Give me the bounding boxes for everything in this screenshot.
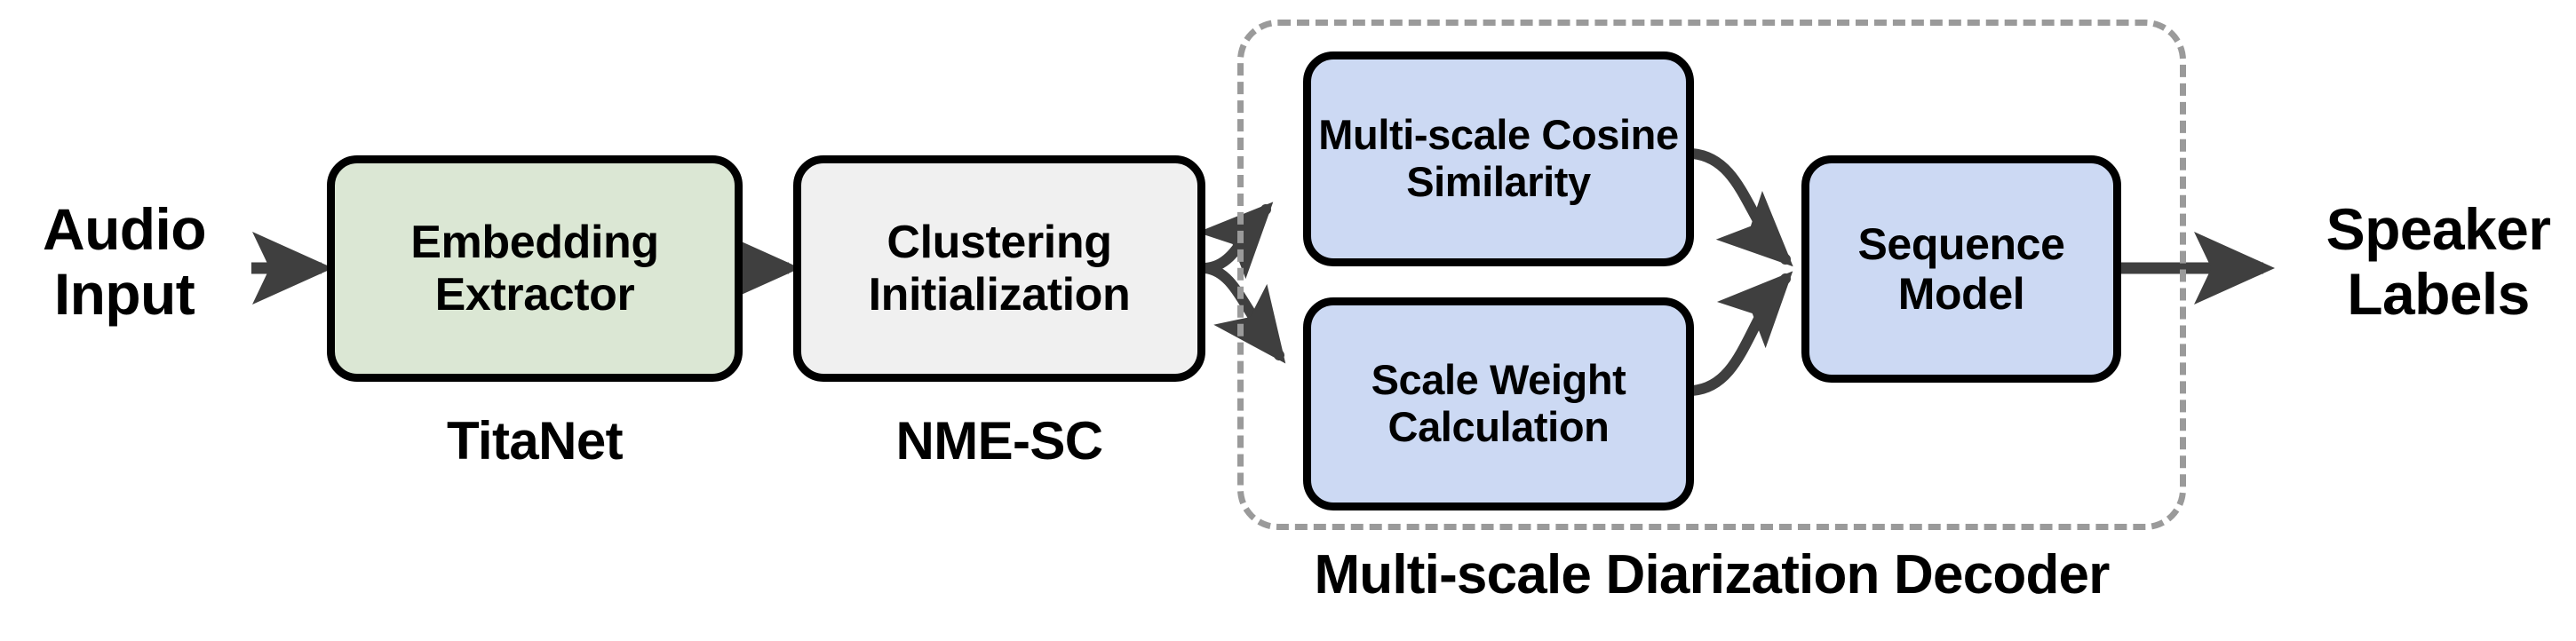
multi-scale-diarization-decoder-group (1237, 20, 2186, 530)
audio-input-label: Audio Input (43, 196, 207, 327)
node-scale-weight-calculation[interactable]: Scale Weight Calculation (1303, 297, 1694, 510)
group-caption-multi-scale-diarization-decoder: Multi-scale Diarization Decoder (1314, 544, 2110, 605)
sub-label-nme-sc: NME-SC (895, 411, 1103, 471)
node-clustering-initialization[interactable]: Clustering Initialization (793, 155, 1205, 382)
node-sequence-model[interactable]: Sequence Model (1801, 155, 2121, 383)
sub-label-titanet: TitaNet (446, 411, 624, 471)
node-multi-scale-cosine-similarity[interactable]: Multi-scale Cosine Similarity (1303, 51, 1694, 266)
speaker-labels-label: Speaker Labels (2326, 196, 2551, 327)
node-embedding-extractor[interactable]: Embedding Extractor (327, 155, 743, 382)
